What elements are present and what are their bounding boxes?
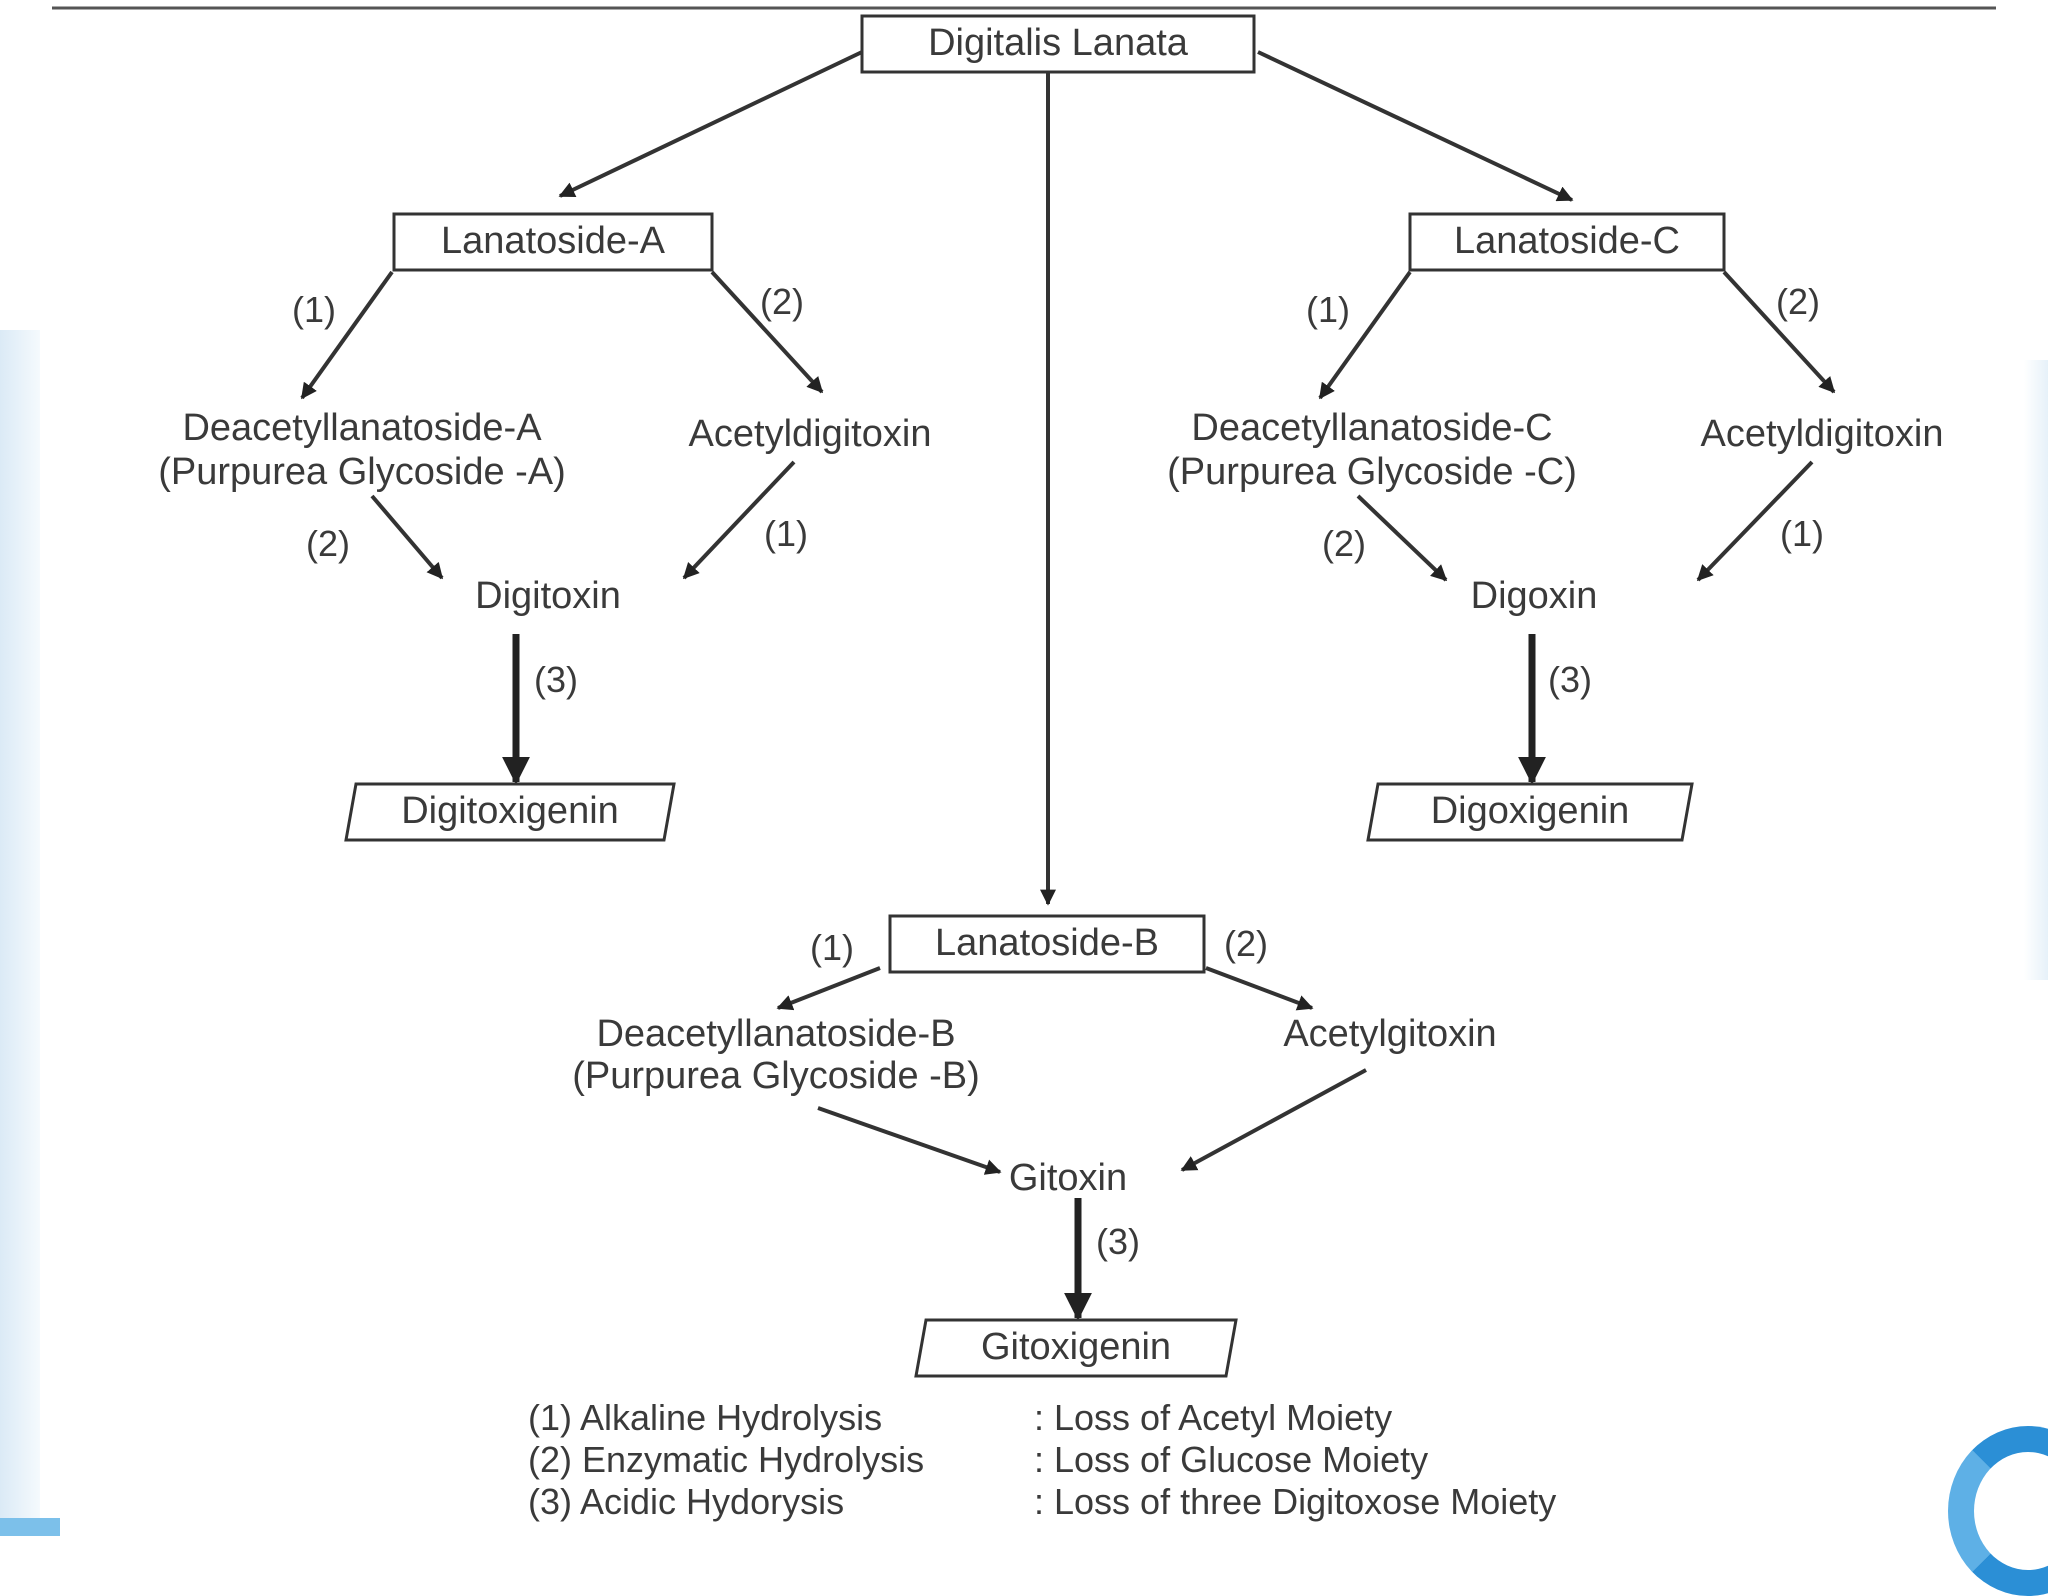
edge-lan-b-deacetyl — [776, 966, 881, 1011]
edge-deacetyl-b-gitoxin — [817, 1106, 1002, 1175]
node-gitoxin: Gitoxin — [1009, 1157, 1127, 1199]
step-label: (1) — [292, 289, 336, 330]
edge-lan-c-deacetyl — [1318, 270, 1412, 400]
node-lanatoside-b: Lanatoside-B — [888, 914, 1206, 974]
node-label: Digitalis Lanata — [928, 22, 1189, 64]
edge-deacetyl-c-digoxin — [1356, 494, 1448, 582]
node-label: Gitoxigenin — [981, 1326, 1171, 1368]
node-deacetyllanatoside-a: Deacetyllanatoside-A (Purpurea Glycoside… — [158, 407, 566, 493]
node-deacetyllanatoside-c: Deacetyllanatoside-C (Purpurea Glycoside… — [1167, 407, 1577, 493]
step-label: (3) — [1096, 1221, 1140, 1262]
legend-value: : Loss of Glucose Moiety — [1034, 1439, 1428, 1480]
step-label: (1) — [1306, 289, 1350, 330]
step-label: (1) — [1780, 513, 1824, 554]
node-label: Lanatoside-C — [1454, 220, 1680, 262]
step-label: (2) — [760, 281, 804, 322]
edges — [300, 50, 1836, 1321]
edge-root-lan-a — [558, 50, 863, 198]
edge-acetyl-c-digoxin — [1696, 460, 1814, 582]
node-label: Lanatoside-B — [935, 922, 1159, 964]
step-label: (2) — [1322, 523, 1366, 564]
node-sublabel: (Purpurea Glycoside -C) — [1167, 451, 1577, 493]
left-decor — [0, 330, 40, 1536]
node-label: Deacetyllanatoside-A — [182, 407, 542, 449]
edge-acetyl-b-gitoxin — [1180, 1068, 1367, 1172]
node-digoxigenin: Digoxigenin — [1366, 782, 1694, 842]
node-digitoxigenin: Digitoxigenin — [344, 782, 676, 842]
node-acetyldigitoxin-c: Acetyldigitoxin — [1701, 413, 1944, 455]
node-acetylgitoxin: Acetylgitoxin — [1283, 1013, 1496, 1055]
node-deacetyllanatoside-b: Deacetyllanatoside-B (Purpurea Glycoside… — [572, 1013, 980, 1097]
node-label: Digitoxigenin — [401, 790, 619, 832]
step-label: (2) — [1224, 923, 1268, 964]
node-lanatoside-a: Lanatoside-A — [392, 212, 714, 272]
legend-key: (2) Enzymatic Hydrolysis — [528, 1439, 924, 1480]
node-root: Digitalis Lanata — [860, 14, 1256, 74]
legend-value: : Loss of Acetyl Moiety — [1034, 1397, 1392, 1438]
bottom-left-accent — [0, 1518, 60, 1536]
node-digoxin: Digoxin — [1471, 575, 1598, 617]
step-labels: (1) (2) (2) (1) (3) (1) (2) (2) (1) (3) … — [292, 281, 1824, 1262]
step-label: (1) — [810, 927, 854, 968]
node-digitoxin: Digitoxin — [475, 575, 621, 617]
node-label: Deacetyllanatoside-B — [596, 1013, 955, 1055]
node-label: Digoxigenin — [1431, 790, 1630, 832]
step-label: (3) — [1548, 659, 1592, 700]
node-sublabel: (Purpurea Glycoside -A) — [158, 451, 566, 493]
edge-lan-c-acetyl — [1722, 270, 1836, 394]
node-label: Lanatoside-A — [441, 220, 666, 262]
edge-deacetyl-a-digitoxin — [370, 494, 444, 580]
edge-root-lan-c — [1257, 50, 1574, 202]
legend-key: (1) Alkaline Hydrolysis — [528, 1397, 882, 1438]
digitalis-lanata-flowchart: (1) (2) (2) (1) (3) (1) (2) (2) (1) (3) … — [52, 6, 1996, 1522]
edge-lan-a-acetyl — [710, 270, 824, 394]
step-label: (2) — [1776, 281, 1820, 322]
edge-acetyl-a-digitoxin — [682, 460, 796, 580]
node-label: Deacetyllanatoside-C — [1191, 407, 1552, 449]
step-label: (2) — [306, 523, 350, 564]
legend-value: : Loss of three Digitoxose Moiety — [1034, 1481, 1556, 1522]
node-lanatoside-c: Lanatoside-C — [1408, 212, 1726, 272]
right-decor — [2024, 360, 2048, 980]
edge-lan-a-deacetyl — [300, 270, 394, 400]
legend: (1) Alkaline Hydrolysis : Loss of Acetyl… — [528, 1397, 1556, 1522]
node-acetyldigitoxin-a: Acetyldigitoxin — [689, 413, 932, 455]
node-gitoxigenin: Gitoxigenin — [914, 1318, 1238, 1378]
edge-lan-b-acetyl — [1205, 966, 1314, 1011]
step-label: (3) — [534, 659, 578, 700]
step-label: (1) — [764, 513, 808, 554]
node-sublabel: (Purpurea Glycoside -B) — [572, 1055, 980, 1097]
legend-key: (3) Acidic Hydorysis — [528, 1481, 844, 1522]
